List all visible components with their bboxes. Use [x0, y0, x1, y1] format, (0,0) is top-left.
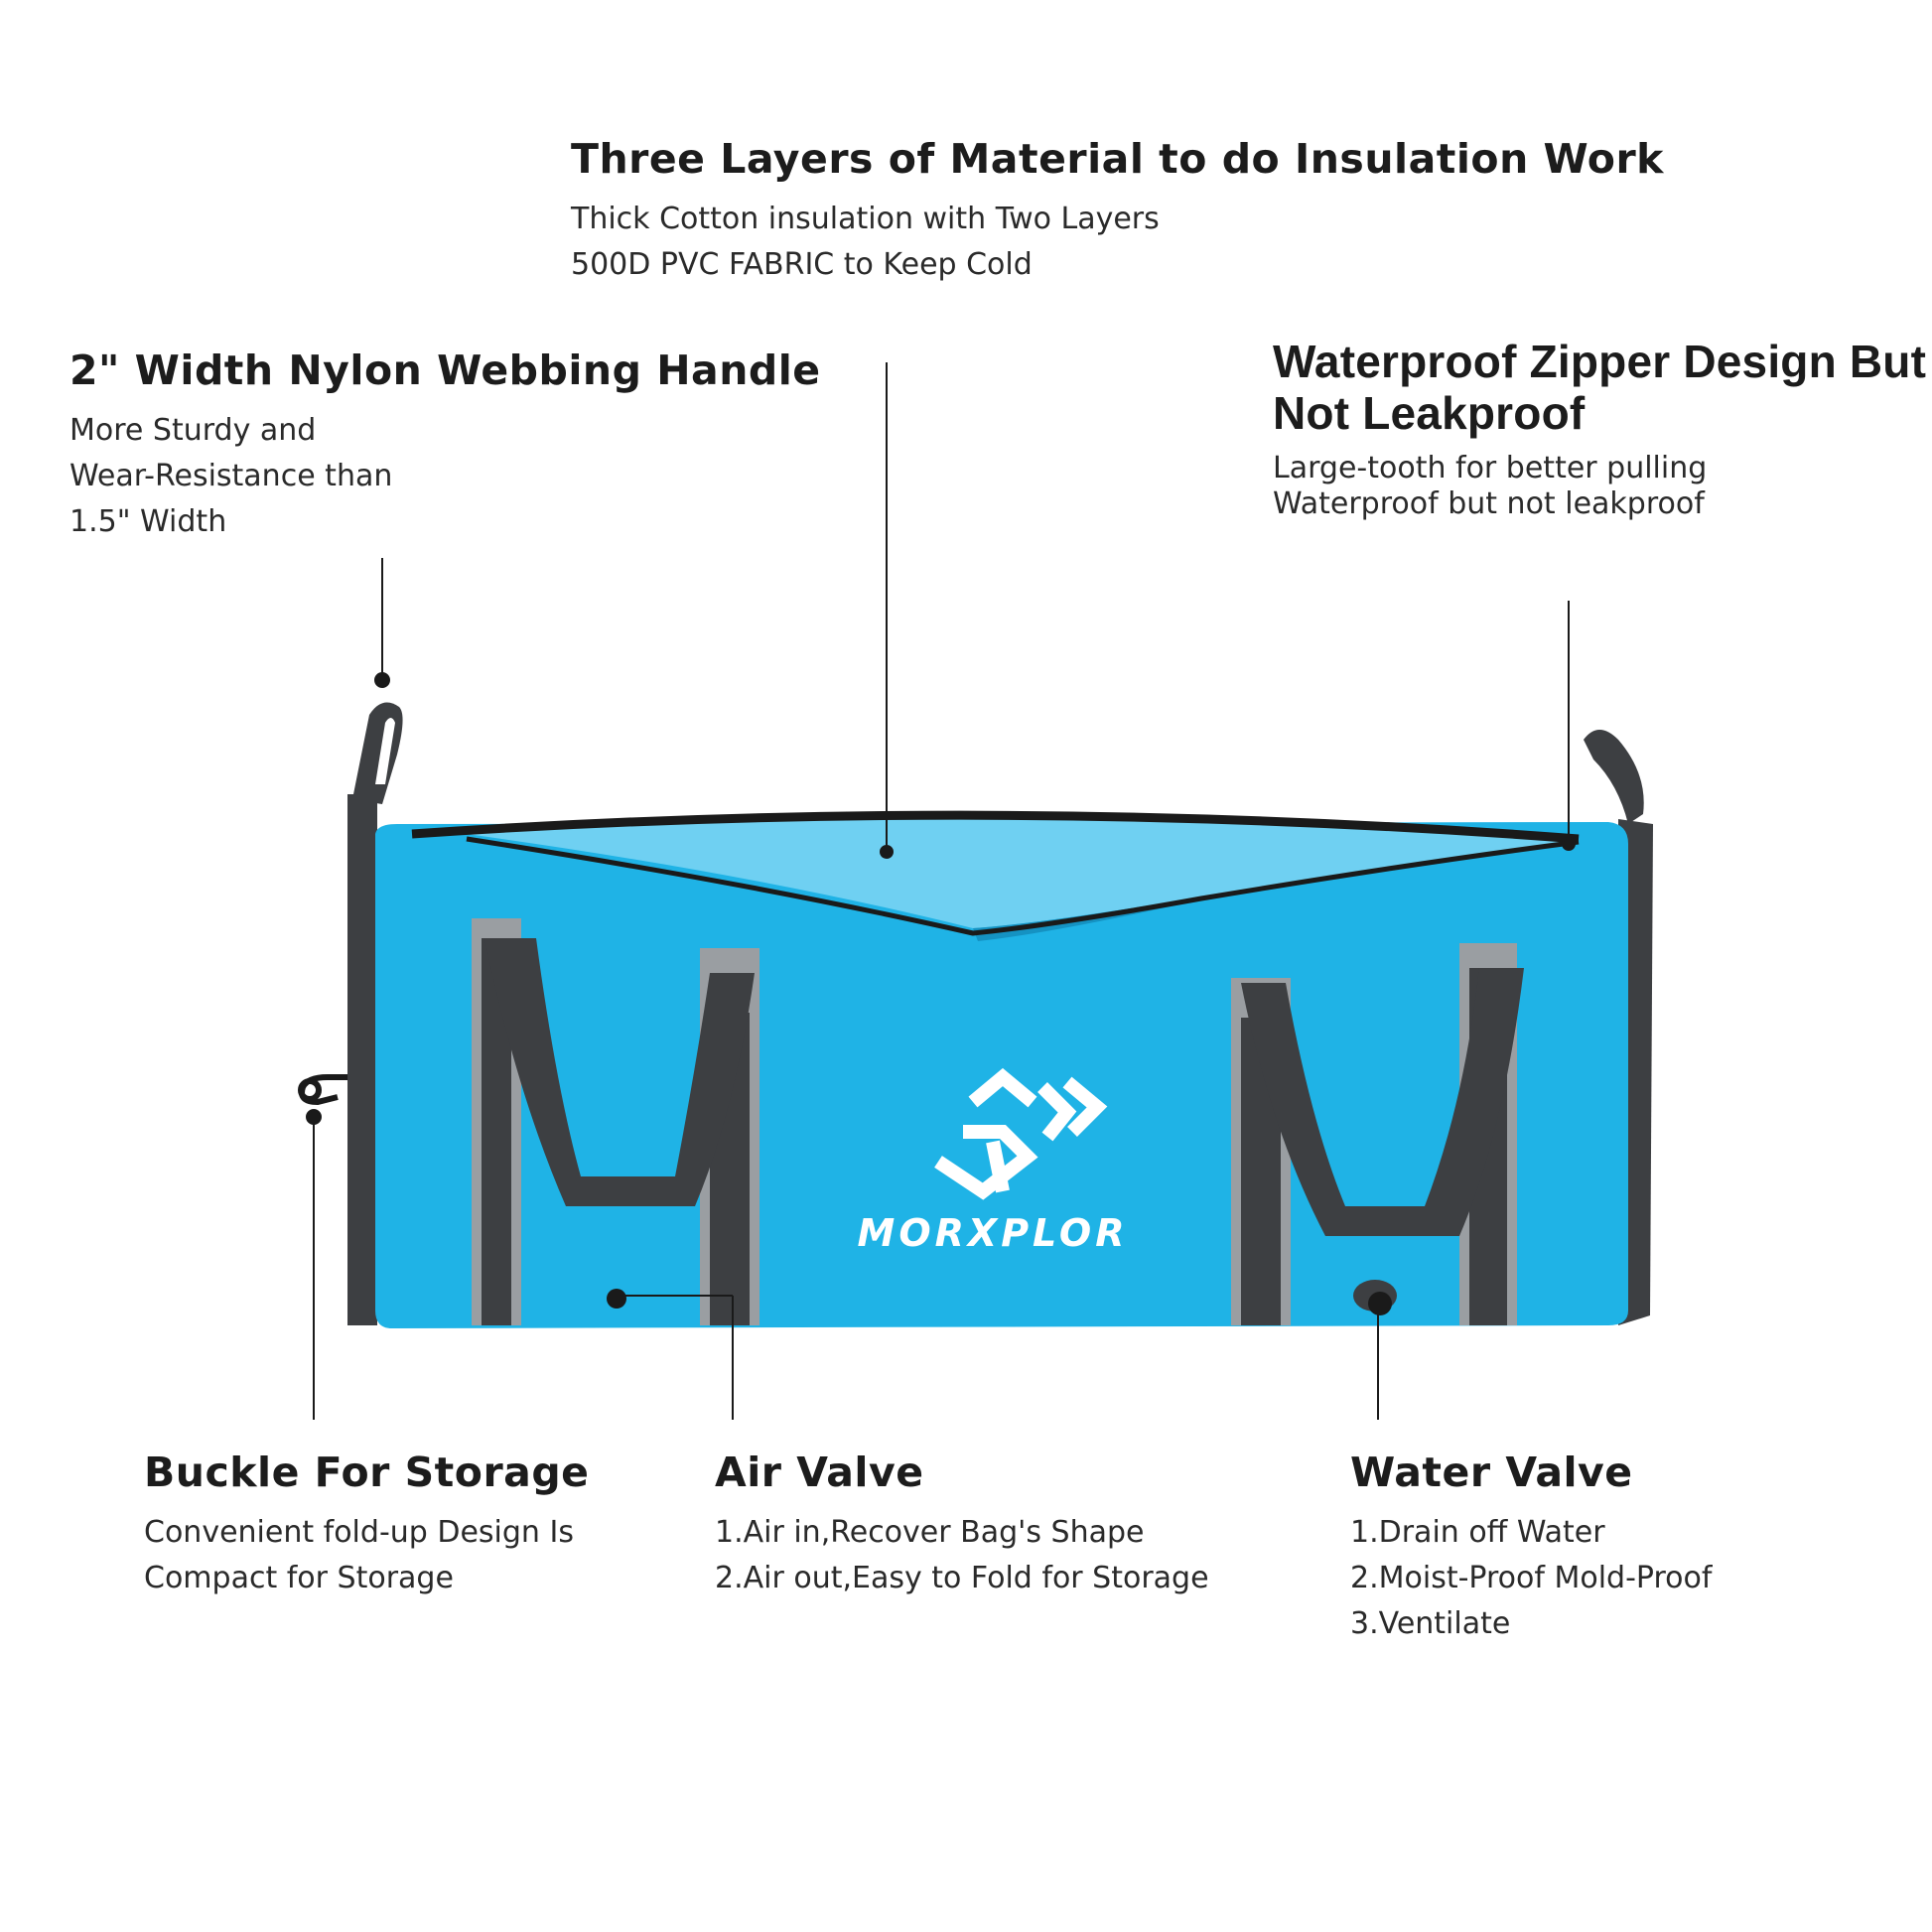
- callout-description: 1.Air in,Recover Bag's Shape 2.Air out,E…: [715, 1510, 1209, 1601]
- title-line: Not Leakproof: [1273, 387, 1586, 439]
- desc-line: 1.Air in,Recover Bag's Shape: [715, 1515, 1145, 1550]
- callout-title: Three Layers of Material to do Insulatio…: [571, 134, 1664, 185]
- desc-line: Waterproof but not leakproof: [1273, 486, 1705, 521]
- desc-line: 1.Drain off Water: [1350, 1515, 1605, 1550]
- air-valve-icon: [607, 1289, 626, 1309]
- callout-description: Thick Cotton insulation with Two Layers …: [571, 197, 1664, 288]
- callout-lines: [306, 362, 1576, 1420]
- left-hang-loop-hole: [375, 718, 395, 784]
- desc-line: Convenient fold-up Design Is: [144, 1515, 574, 1550]
- callout-title: Air Valve: [715, 1448, 1209, 1498]
- desc-line: 2.Moist-Proof Mold-Proof: [1350, 1561, 1713, 1595]
- callout-title: Buckle For Storage: [144, 1448, 590, 1498]
- desc-line: Compact for Storage: [144, 1561, 454, 1595]
- right-carry-handle: [1241, 968, 1524, 1236]
- callout-title: 2" Width Nylon Webbing Handle: [69, 345, 821, 396]
- left-edge-binding: [347, 794, 377, 1325]
- brand-logo-mark: [934, 1067, 1108, 1200]
- callout-title: Water Valve: [1350, 1448, 1712, 1498]
- desc-line: More Sturdy and: [69, 413, 317, 448]
- desc-line: Wear-Resistance than: [69, 459, 393, 493]
- desc-line: Large-tooth for better pulling: [1273, 451, 1708, 485]
- callout-webbing-handle: 2" Width Nylon Webbing Handle More Sturd…: [69, 345, 821, 545]
- title-line: Water Valve: [1350, 1449, 1633, 1496]
- left-hang-loop: [352, 702, 403, 804]
- callout-storage-buckle: Buckle For Storage Convenient fold-up De…: [144, 1448, 590, 1601]
- callout-air-valve: Air Valve 1.Air in,Recover Bag's Shape 2…: [715, 1448, 1209, 1601]
- desc-line: 2.Air out,Easy to Fold for Storage: [715, 1561, 1209, 1595]
- title-line: Webbing Handle: [437, 346, 821, 394]
- title-line: Buckle For Storage: [144, 1449, 590, 1496]
- left-carry-handle: [484, 938, 755, 1206]
- right-hang-loop: [1584, 730, 1644, 824]
- callout-water-valve: Water Valve 1.Drain off Water 2.Moist-Pr…: [1350, 1448, 1712, 1647]
- desc-line: Thick Cotton insulation with Two Layers: [571, 202, 1160, 236]
- brand-wordmark: MORXPLOR: [858, 1211, 1129, 1255]
- callout-title: Waterproof Zipper Design But Not Leakpro…: [1273, 336, 1932, 439]
- title-line: Three Layers of Material: [571, 135, 1145, 183]
- desc-line: 1.5" Width: [69, 504, 227, 539]
- zipper-lower-edge: [466, 836, 1580, 936]
- callout-insulation-material: Three Layers of Material to do Insulatio…: [571, 134, 1664, 288]
- callout-description: Large-tooth for better pulling Waterproo…: [1273, 451, 1932, 522]
- callout-description: Convenient fold-up Design Is Compact for…: [144, 1510, 590, 1601]
- desc-line: 500D PVC FABRIC to Keep Cold: [571, 247, 1033, 282]
- desc-line: 3.Ventilate: [1350, 1606, 1511, 1641]
- storage-buckle-icon: [298, 1074, 347, 1106]
- title-line: 2" Width Nylon: [69, 346, 423, 394]
- water-valve-icon: [1353, 1280, 1397, 1315]
- title-line: Air Valve: [715, 1449, 924, 1496]
- callout-description: More Sturdy and Wear-Resistance than 1.5…: [69, 408, 821, 545]
- callout-description: 1.Drain off Water 2.Moist-Proof Mold-Pro…: [1350, 1510, 1712, 1647]
- title-line: to do Insulation Work: [1159, 135, 1664, 183]
- callout-waterproof-zipper: Waterproof Zipper Design But Not Leakpro…: [1273, 336, 1932, 522]
- title-line: Waterproof Zipper Design But: [1273, 336, 1927, 387]
- bag-opening-lining: [467, 819, 1579, 928]
- zipper-seam: [411, 810, 1580, 844]
